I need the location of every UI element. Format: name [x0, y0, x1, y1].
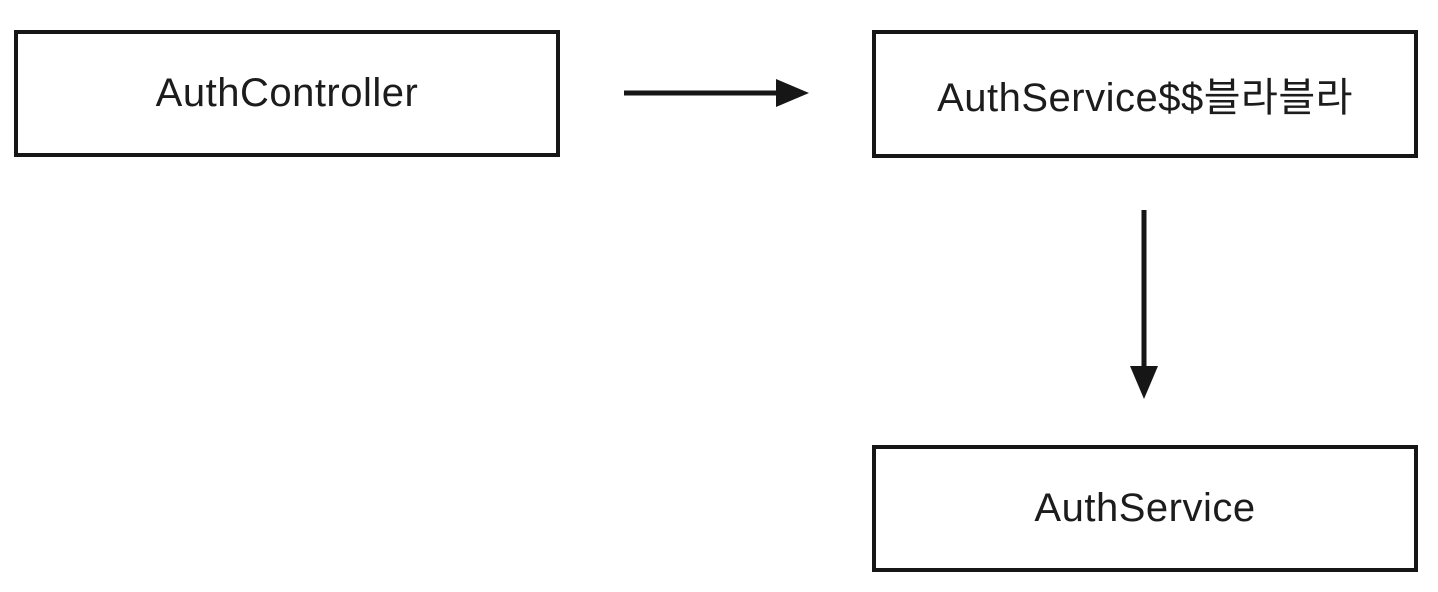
node-auth-service: AuthService: [872, 445, 1418, 572]
node-auth-service-blah-label: AuthService$$블라블라: [937, 76, 1353, 120]
node-auth-service-blah: AuthService$$블라블라: [872, 30, 1418, 158]
arrow-right-icon: [624, 79, 809, 107]
node-auth-service-label: AuthService: [1034, 486, 1256, 530]
node-auth-controller-label: AuthController: [155, 71, 419, 115]
node-auth-controller: AuthController: [14, 30, 560, 157]
arrow-down-icon: [1130, 210, 1158, 399]
